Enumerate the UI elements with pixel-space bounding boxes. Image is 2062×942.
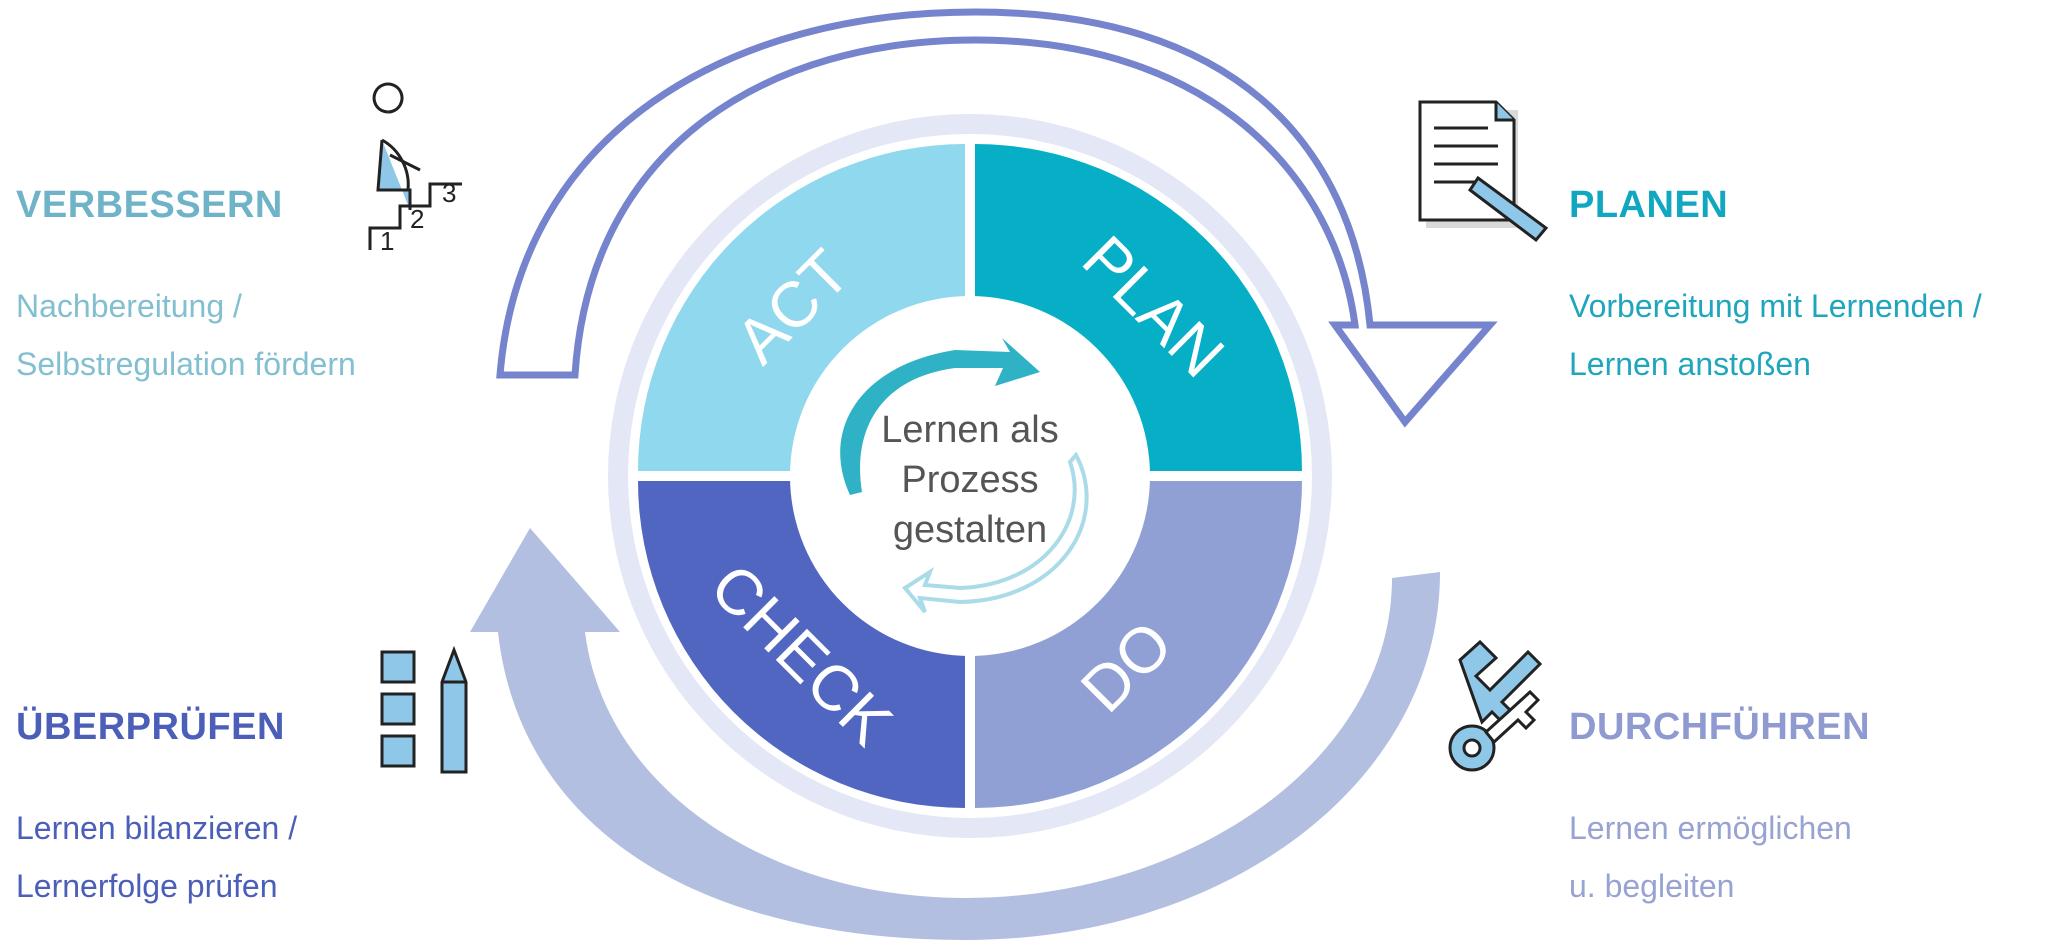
description-line: Selbstregulation fördern [16,346,356,382]
center-text-line-1: Lernen als [881,409,1058,451]
description-line: Vorbereitung mit Lernenden / [1569,288,1982,324]
phase-title-verbessern: VERBESSERN [16,184,283,226]
phase-description-durchfuehren: Lernen ermöglichen u. begleiten [1569,799,1870,915]
description-line: Lernen anstoßen [1569,346,1811,382]
description-line: u. begleiten [1569,868,1735,904]
step-number-2: 2 [410,204,424,234]
phase-title-planen: PLANEN [1569,184,1729,226]
bottom-cycle-arrow [470,528,1440,940]
description-line: Nachbereitung / [16,288,242,324]
description-line: Lernen ermöglichen [1569,810,1852,846]
top-cycle-arrow [496,8,1498,428]
document-pen-icon [1418,100,1549,243]
phase-description-verbessern: Nachbereitung / Selbstregulation fördern [16,277,356,393]
step-number-3: 3 [442,178,456,208]
phase-verbessern: VERBESSERN Nachbereitung / Selbstregulat… [16,184,356,393]
center-swirl-arrow-dark [840,338,1040,495]
step-number-1: 1 [380,226,394,256]
description-line: Lernerfolge prüfen [16,868,278,904]
center-text-line-2: Prozess [901,459,1038,501]
staircase-figure-icon: 1 2 3 [368,82,462,256]
keys-icon [1448,639,1543,772]
phase-ueberpruefen: ÜBERPRÜFEN Lernen bilanzieren / Lernerfo… [16,706,297,915]
center-text-line-3: gestalten [893,509,1047,551]
phase-description-planen: Vorbereitung mit Lernenden / Lernen anst… [1569,277,1982,393]
phase-title-ueberpruefen: ÜBERPRÜFEN [16,706,285,748]
description-line: Lernen bilanzieren / [16,810,298,846]
phase-title-durchfuehren: DURCHFÜHREN [1569,706,1871,748]
phase-description-ueberpruefen: Lernen bilanzieren / Lernerfolge prüfen [16,799,297,915]
phase-durchfuehren: DURCHFÜHREN Lernen ermöglichen u. beglei… [1569,706,1870,915]
checklist-pencil-icon [380,645,468,774]
center-swirl-arrow-light [902,451,1089,614]
phase-planen: PLANEN Vorbereitung mit Lernenden / Lern… [1569,184,1982,393]
